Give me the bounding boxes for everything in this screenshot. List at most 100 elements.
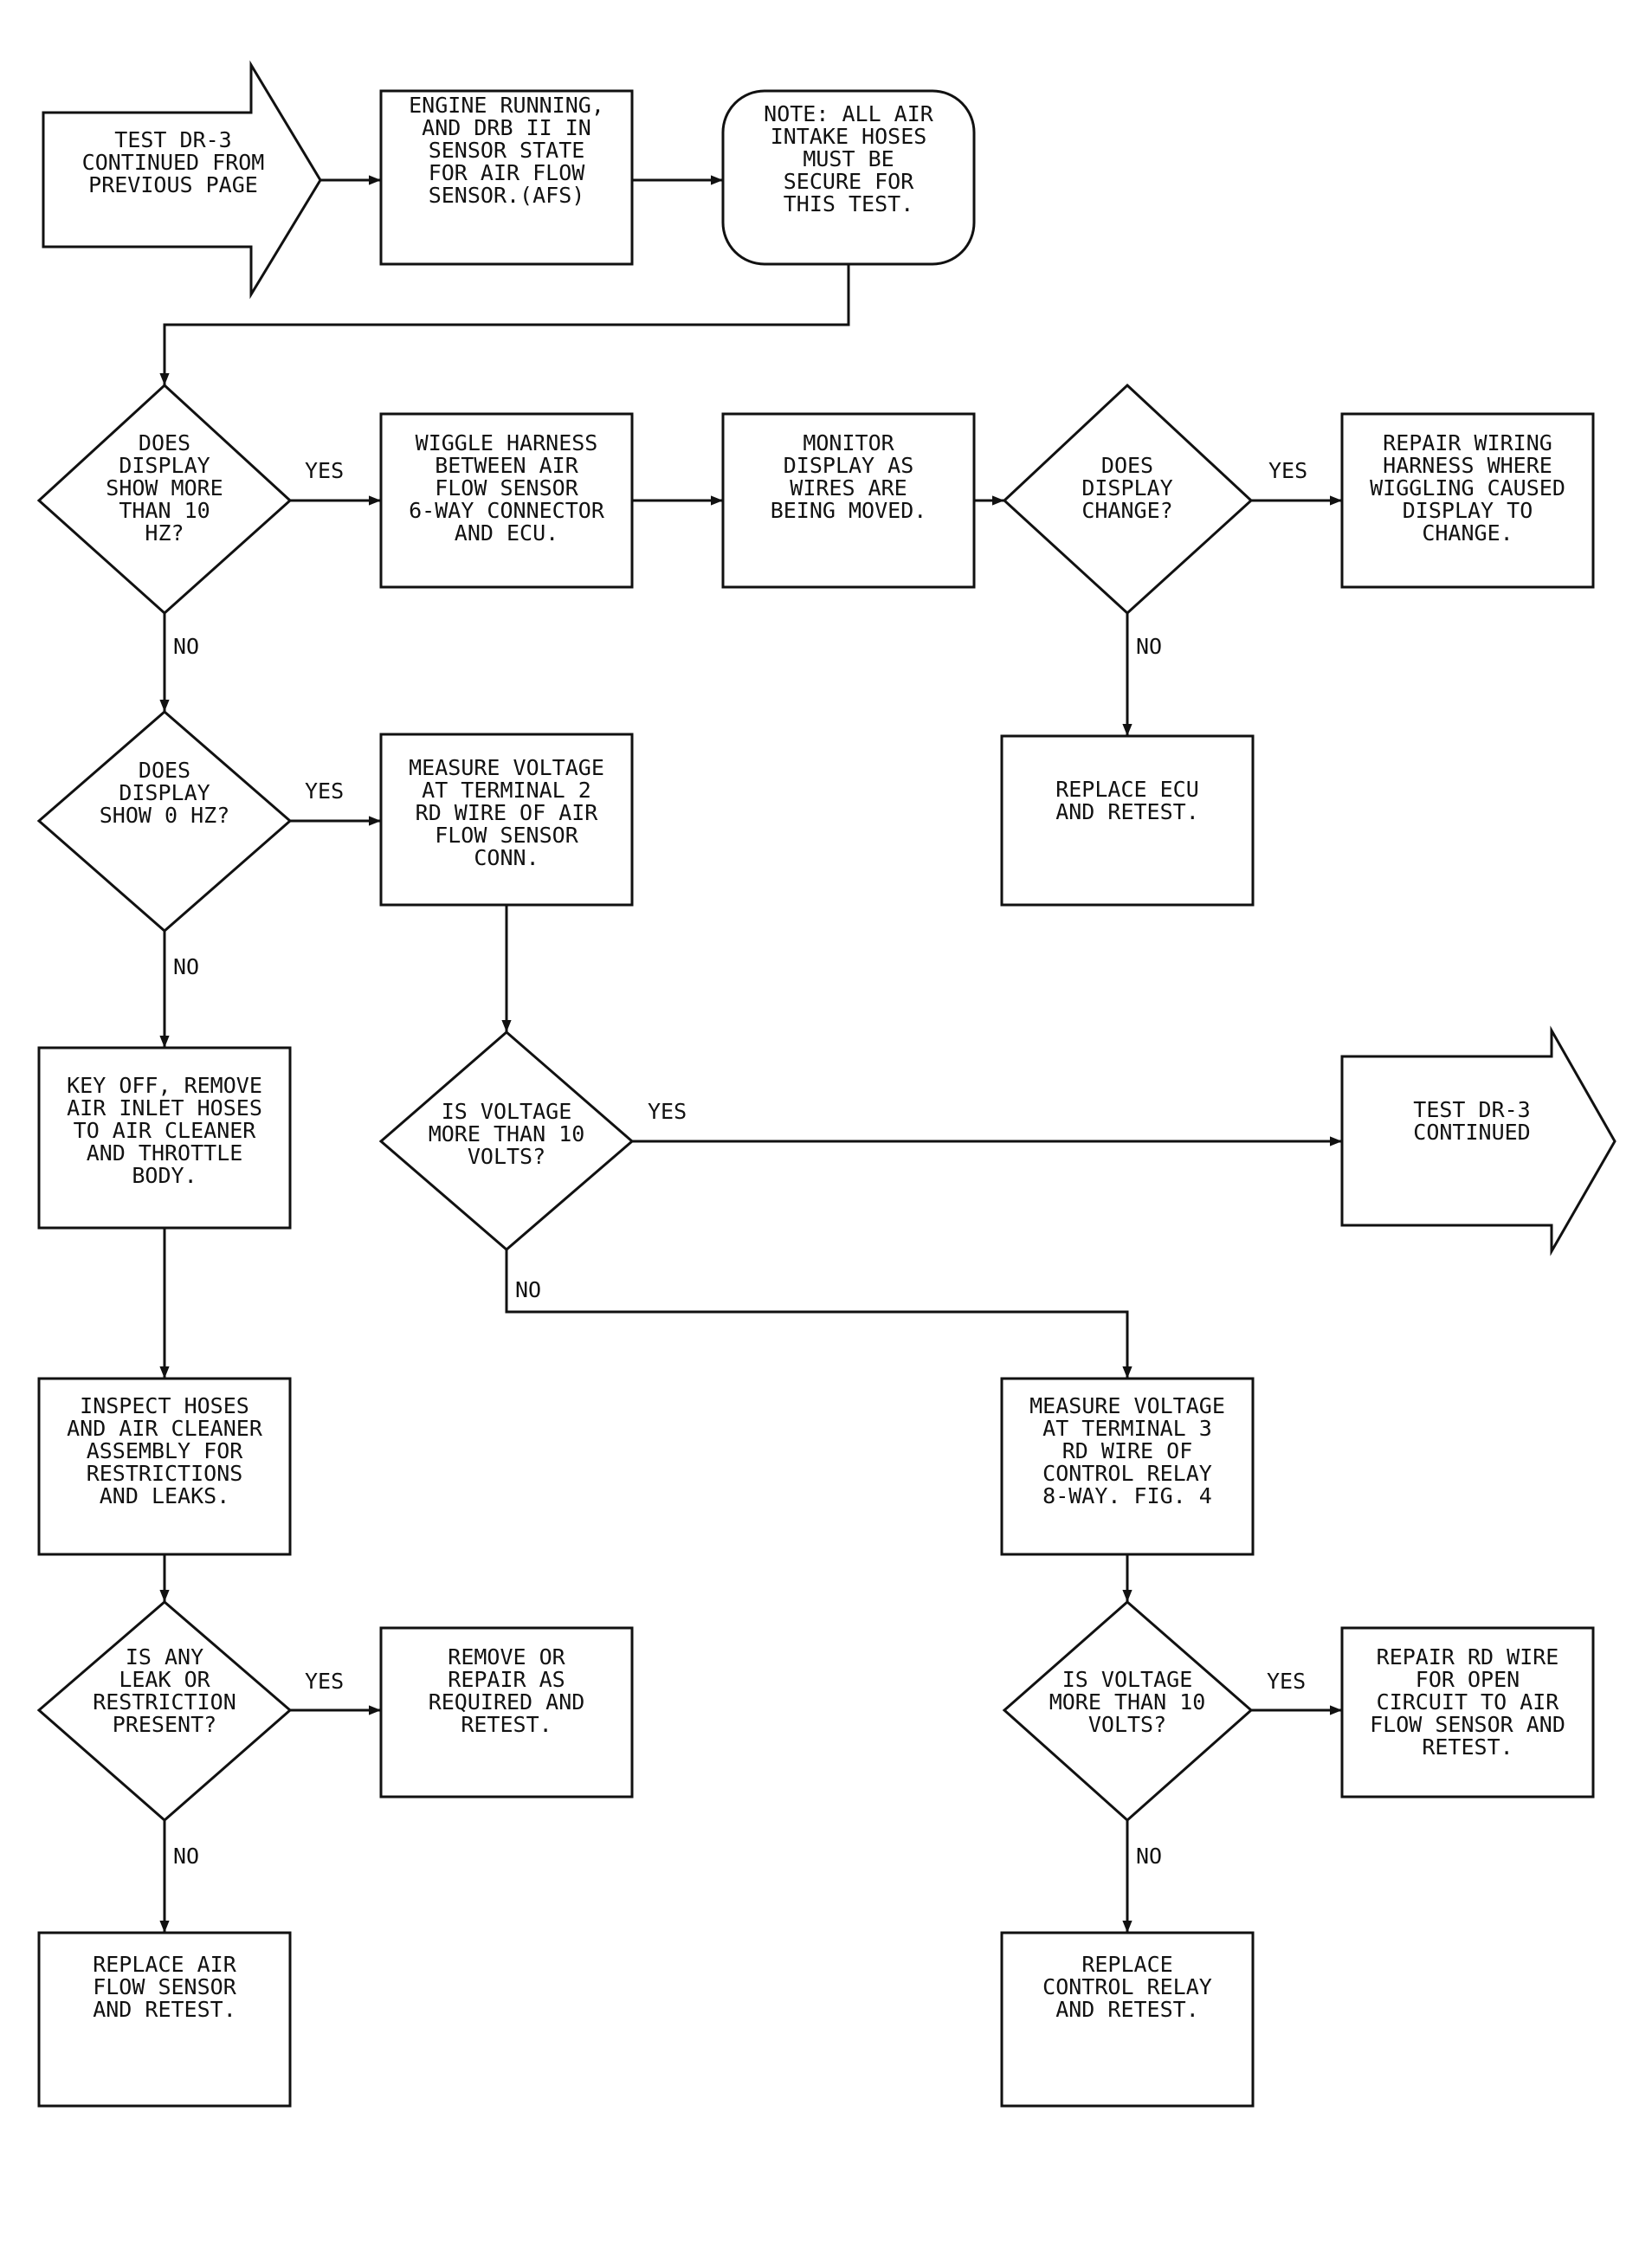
0hz-no-label: NO <box>173 954 199 979</box>
text-line: REPAIR AS <box>448 1667 565 1692</box>
text-line: REPAIR RD WIRE <box>1377 1644 1559 1670</box>
text-line: CONTINUED FROM <box>82 150 265 175</box>
change-no-label: NO <box>1136 634 1162 659</box>
text-line: AND AIR CLEANER <box>67 1416 263 1441</box>
text-line: RETEST. <box>461 1712 552 1737</box>
text-line: IS ANY <box>126 1644 203 1670</box>
text-line: VOLTS? <box>468 1144 545 1169</box>
text-line: MORE THAN 10 <box>1049 1689 1206 1715</box>
text-line: CONTINUED <box>1413 1120 1530 1145</box>
inspect-hoses-box <box>37 1377 292 1556</box>
text-line: SHOW MORE <box>106 475 223 501</box>
text-line: ENGINE RUNNING, <box>409 93 604 118</box>
text-line: DISPLAY <box>1081 475 1172 501</box>
text-line: SENSOR.(AFS) <box>429 183 585 208</box>
more10-no-label: NO <box>173 634 199 659</box>
note-box <box>721 89 976 266</box>
repair-wiring-box <box>1340 412 1595 589</box>
text-line: PRESENT? <box>113 1712 216 1737</box>
text-line: AND RETEST. <box>93 1997 236 2022</box>
remove-repair-box <box>379 1626 634 1799</box>
text-line: NOTE: ALL AIR <box>764 101 934 126</box>
0hz-yes-label: YES <box>305 778 344 804</box>
text-line: TO AIR CLEANER <box>74 1118 257 1143</box>
change-yes-label: YES <box>1268 458 1307 483</box>
volt1-no-label: NO <box>515 1277 541 1302</box>
text-line: SENSOR STATE <box>429 138 585 163</box>
text-line: AT TERMINAL 2 <box>422 778 591 803</box>
text-line: CIRCUIT TO AIR <box>1377 1689 1560 1715</box>
text-line: INSPECT HOSES <box>80 1393 249 1418</box>
text-line: WIGGLING CAUSED <box>1370 475 1565 501</box>
leak-yes-label: YES <box>305 1669 344 1694</box>
text-line: MONITOR <box>803 430 894 455</box>
text-line: DOES <box>139 758 190 783</box>
text-line: HARNESS WHERE <box>1383 453 1552 478</box>
measure-terminal-3-box <box>1000 1377 1255 1556</box>
text-line: REPLACE ECU <box>1055 777 1199 802</box>
text-line: DISPLAY AS <box>784 453 914 478</box>
text-line: VOLTS? <box>1088 1712 1166 1737</box>
text-line: AND ECU. <box>455 520 558 546</box>
text-line: AND RETEST. <box>1055 799 1199 824</box>
text-line: RD WIRE OF AIR <box>416 800 599 825</box>
text-line: WIGGLE HARNESS <box>416 430 598 455</box>
text-line: BEING MOVED. <box>771 498 927 523</box>
nodes <box>36 60 1617 2108</box>
text-line: 8-WAY. FIG. 4 <box>1042 1483 1212 1508</box>
text-line: RD WIRE OF <box>1062 1438 1193 1463</box>
display-0hz-decision <box>36 710 293 933</box>
text-line: THIS TEST. <box>784 191 914 216</box>
monitor-display-box <box>721 412 976 589</box>
text-line: REQUIRED AND <box>429 1689 585 1715</box>
text-line: THAN 10 <box>119 498 210 523</box>
text-line: CONTROL RELAY <box>1042 1974 1212 1999</box>
connectors <box>159 175 1342 1933</box>
text-line: SECURE FOR <box>784 169 914 194</box>
replace-control-relay-box <box>1000 1931 1255 2108</box>
text-line: LEAK OR <box>119 1667 210 1692</box>
engine-running-box <box>379 89 634 266</box>
text-line: MEASURE VOLTAGE <box>409 755 604 780</box>
text-line: DISPLAY <box>119 453 210 478</box>
text-line: INTAKE HOSES <box>771 124 927 149</box>
text-line: TEST DR-3 <box>1413 1097 1530 1122</box>
volt2-no-label: NO <box>1136 1844 1162 1869</box>
wiggle-harness-box <box>379 412 634 589</box>
text-line: KEY OFF, REMOVE <box>67 1073 262 1098</box>
text-line: RETEST. <box>1422 1734 1513 1760</box>
text-line: CONN. <box>474 845 539 870</box>
text-line: REPLACE AIR <box>93 1952 237 1977</box>
text-line: HZ? <box>145 520 184 546</box>
text-line: REPLACE <box>1081 1952 1172 1977</box>
text-line: ASSEMBLY FOR <box>87 1438 244 1463</box>
display-change-decision <box>1002 383 1254 616</box>
replace-ecu-box <box>1000 734 1255 907</box>
text-line: AND DRB II IN <box>422 115 591 140</box>
text-line: AND RETEST. <box>1055 1997 1199 2022</box>
text-line: FOR AIR FLOW <box>429 160 586 185</box>
text-line: SHOW 0 HZ? <box>100 803 230 828</box>
continued-offpage-arrow <box>1340 1025 1617 1256</box>
display-more-10hz-decision <box>36 383 293 616</box>
connector-volt1-no <box>505 1250 1133 1379</box>
text-line: CONTROL RELAY <box>1042 1461 1212 1486</box>
text-line: BODY. <box>132 1163 197 1188</box>
text-line: MEASURE VOLTAGE <box>1029 1393 1225 1418</box>
text-line: FLOW SENSOR AND <box>1370 1712 1565 1737</box>
text-line: PREVIOUS PAGE <box>88 172 258 197</box>
branch-labels: YES NO YES NO YES NO YES NO YES NO YES N… <box>173 458 1307 1869</box>
